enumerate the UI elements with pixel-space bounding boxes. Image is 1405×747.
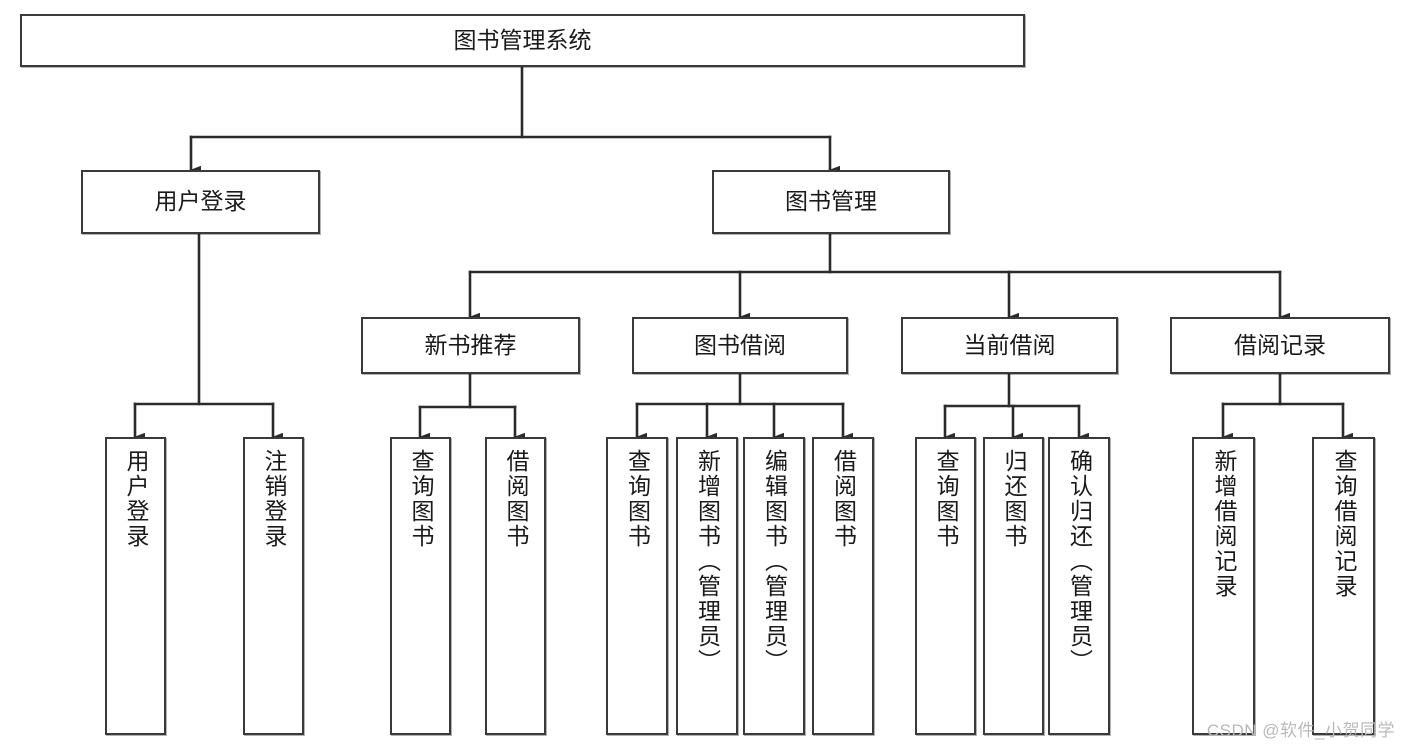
- node-label: 注销登录: [261, 449, 287, 549]
- leaf-current-confirm-return-admin[interactable]: 确认归还（管理员）: [1048, 437, 1110, 735]
- node-label: 新书推荐: [424, 331, 517, 358]
- node-label: 查询借阅记录: [1331, 449, 1357, 599]
- node-new-book-recommend[interactable]: 新书推荐: [361, 317, 580, 374]
- node-book-borrow[interactable]: 图书借阅: [632, 317, 848, 374]
- leaf-new-book-query[interactable]: 查询图书: [390, 437, 451, 735]
- leaf-current-query-book[interactable]: 查询图书: [915, 437, 976, 735]
- node-label: 查询图书: [624, 449, 651, 549]
- node-user-login[interactable]: 用户登录: [81, 170, 320, 234]
- leaf-borrow-add-book-admin[interactable]: 新增图书（管理员）: [676, 437, 738, 735]
- node-current-borrow[interactable]: 当前借阅: [901, 317, 1118, 374]
- node-label: 借阅图书: [503, 449, 529, 549]
- leaf-borrow-edit-book-admin[interactable]: 编辑图书（管理员）: [743, 437, 805, 735]
- node-label: 查询图书: [408, 449, 434, 549]
- leaf-record-query-borrow-record[interactable]: 查询借阅记录: [1312, 437, 1375, 735]
- node-label: 图书管理系统: [453, 26, 592, 53]
- node-book-management[interactable]: 图书管理: [712, 170, 950, 234]
- node-label: 编辑图书（管理员）: [761, 449, 788, 674]
- leaf-record-add-borrow-record[interactable]: 新增借阅记录: [1192, 437, 1255, 735]
- leaf-new-book-borrow[interactable]: 借阅图书: [485, 437, 546, 735]
- node-label: 查询图书: [933, 449, 959, 549]
- node-label: 图书管理: [785, 188, 877, 215]
- leaf-user-logout[interactable]: 注销登录: [243, 437, 304, 735]
- node-label: 用户登录: [123, 449, 149, 549]
- node-label: 新增借阅记录: [1211, 449, 1237, 599]
- leaf-user-login[interactable]: 用户登录: [105, 437, 166, 735]
- node-label: 用户登录: [154, 188, 247, 215]
- leaf-current-return-book[interactable]: 归还图书: [983, 437, 1044, 735]
- node-borrow-record[interactable]: 借阅记录: [1170, 317, 1390, 374]
- node-label: 借阅记录: [1234, 331, 1326, 358]
- node-label: 当前借阅: [963, 331, 1056, 358]
- watermark-text: CSDN @软件_小贺同学: [1206, 721, 1395, 740]
- node-label: 图书借阅: [694, 331, 786, 358]
- node-label: 归还图书: [1001, 449, 1027, 549]
- node-label: 确认归还（管理员）: [1066, 449, 1093, 674]
- node-label: 新增图书（管理员）: [694, 449, 721, 674]
- node-root-book-management-system[interactable]: 图书管理系统: [20, 14, 1025, 67]
- leaf-borrow-borrow-book[interactable]: 借阅图书: [812, 437, 874, 735]
- node-label: 借阅图书: [830, 449, 857, 549]
- leaf-borrow-query-book[interactable]: 查询图书: [606, 437, 668, 735]
